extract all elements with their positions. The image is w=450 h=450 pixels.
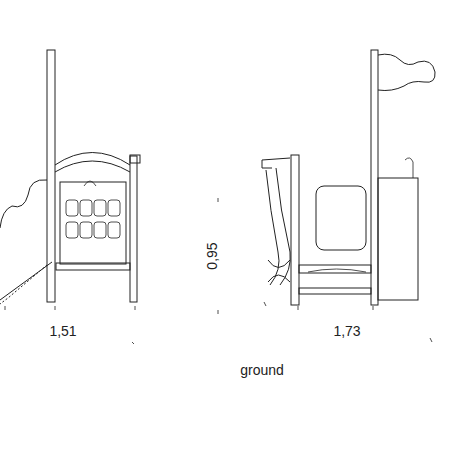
- side-view: [0, 50, 140, 310]
- dimension-label: 0,95: [205, 242, 219, 269]
- front-view: [132, 50, 435, 344]
- dimension-label: 1,73: [333, 324, 360, 338]
- ground-label: ground: [240, 363, 284, 377]
- dimension-label: 1,51: [49, 324, 76, 338]
